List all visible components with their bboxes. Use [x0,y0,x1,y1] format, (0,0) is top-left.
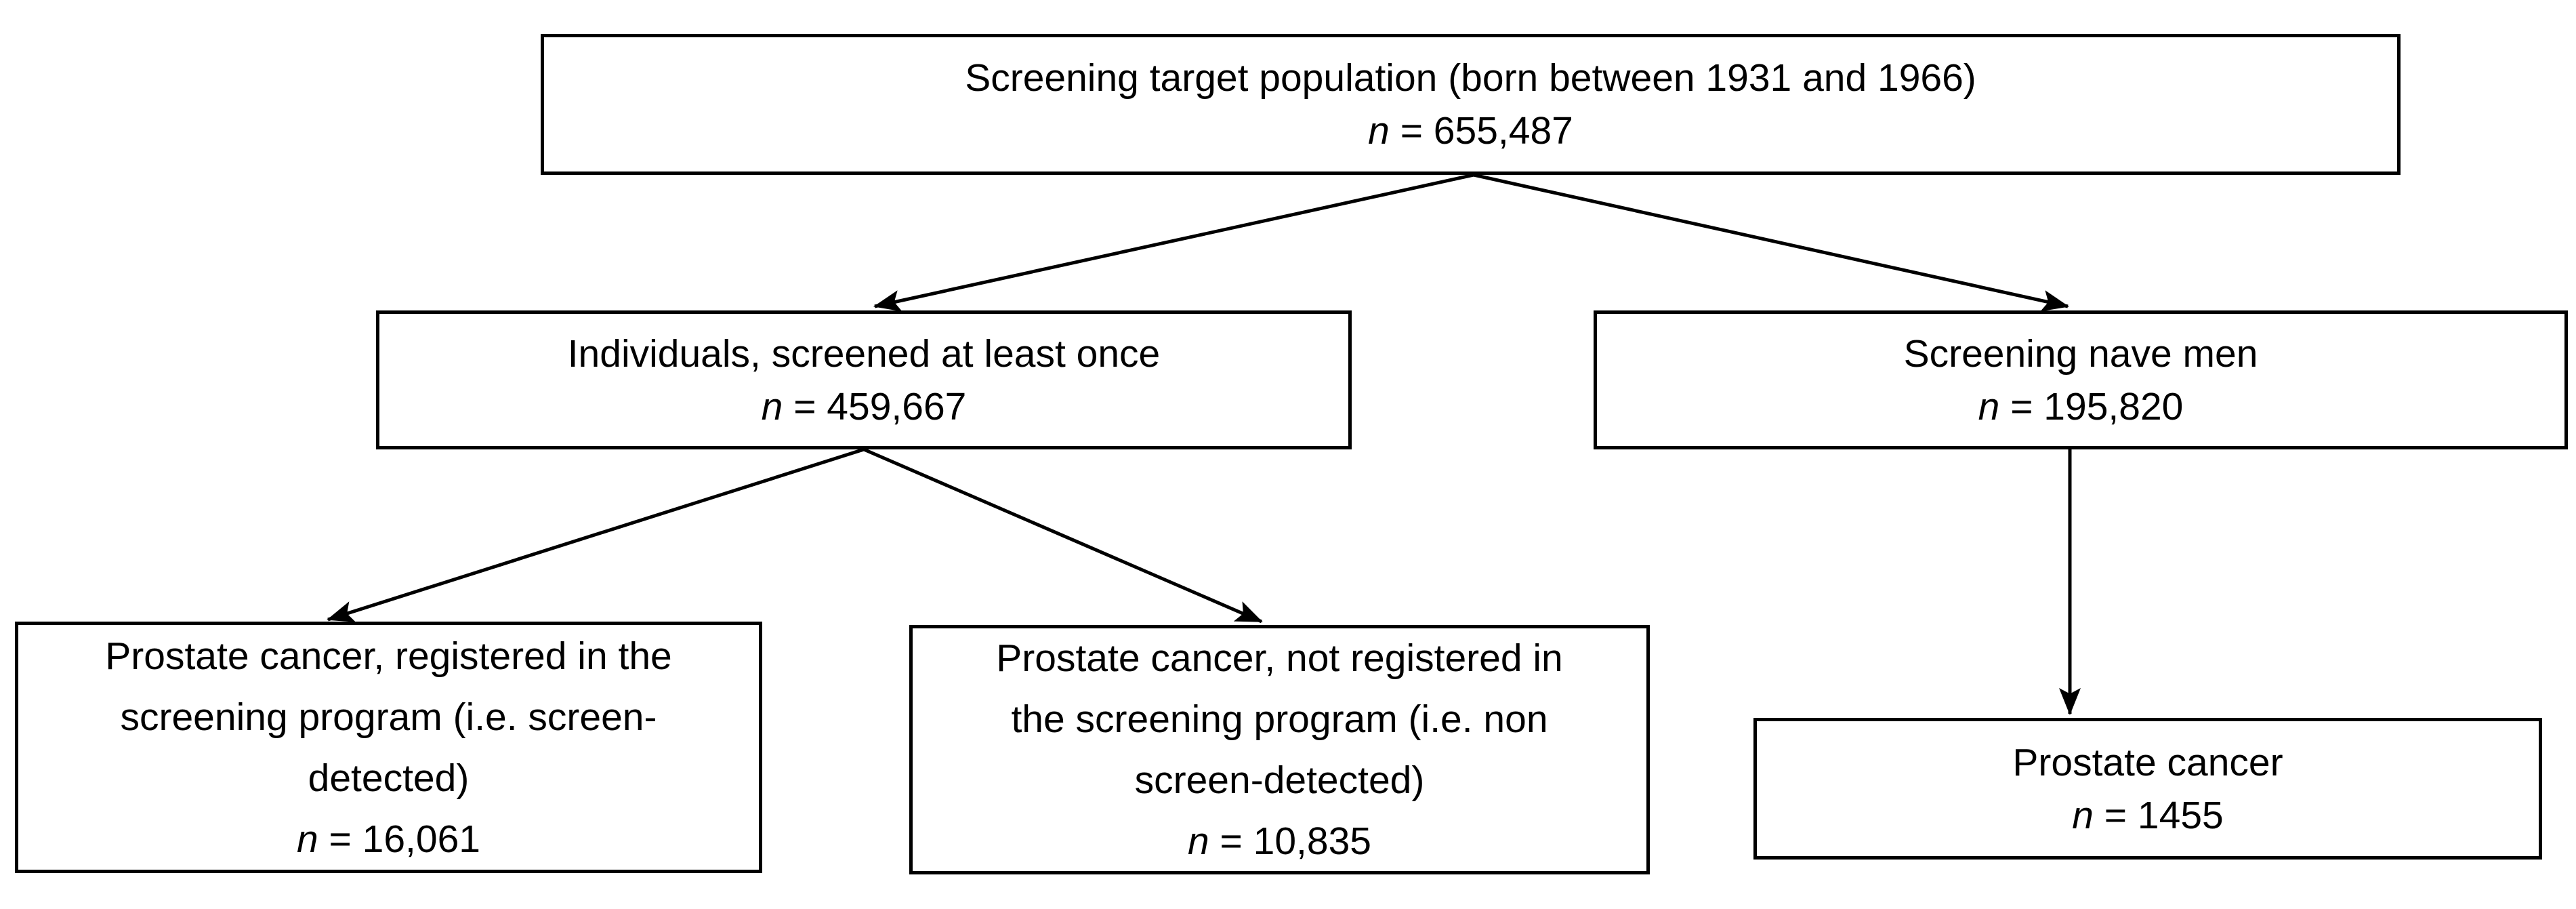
node-target-population-title: Screening target population (born betwee… [965,56,1976,100]
node-non-screen-detected-line-1: Prostate cancer, not registered in [996,637,1563,680]
edge-target-to-screened [873,173,1474,312]
node-non-screen-detected-line-2: the screening program (i.e. non [1011,698,1548,741]
node-naive-men-title: Screening nave men [1903,331,2258,376]
edge-target-to-naive [1473,173,2069,312]
node-non-screen-detected-line-3: screen-detected) [1134,759,1425,802]
n-value: = 1455 [2104,793,2224,837]
node-naive-prostate-cancer-title: Prostate cancer [2012,740,2283,784]
edge-screened-to-screen-detected [327,447,865,622]
node-screened-at-least-once[interactable]: Individuals, screened at least once n = … [376,310,1352,449]
edge-screened-to-non-screen-detected [863,447,1263,624]
node-screen-detected-count: n = 16,061 [39,809,739,870]
node-non-screen-detected-count: n = 10,835 [930,811,1629,872]
n-symbol: n [1978,384,2000,428]
n-value: = 459,667 [793,384,967,428]
n-symbol: n [2072,793,2094,837]
node-naive-men-count: n = 195,820 [1597,380,2564,433]
n-value: = 655,487 [1400,109,1573,153]
node-screen-detected-line-2: screening program (i.e. screen- [120,695,657,739]
n-symbol: n [1368,109,1390,153]
node-naive-prostate-cancer[interactable]: Prostate cancer n = 1455 [1753,718,2542,860]
n-value: = 16,061 [329,817,480,861]
node-screen-detected-line-3: detected) [308,756,470,800]
node-screened-once-count: n = 459,667 [379,380,1348,433]
node-naive-prostate-cancer-count: n = 1455 [1757,789,2539,842]
n-symbol: n [761,384,783,428]
node-non-screen-detected-prostate-cancer[interactable]: Prostate cancer, not registered in the s… [909,625,1650,874]
n-value: = 10,835 [1220,820,1371,863]
node-screening-naive-men[interactable]: Screening nave men n = 195,820 [1594,310,2568,449]
node-screen-detected-line-1: Prostate cancer, registered in the [105,634,672,678]
node-screened-once-title: Individuals, screened at least once [567,331,1161,376]
node-target-population-count: n = 655,487 [544,104,2397,157]
n-symbol: n [1187,820,1209,863]
node-screen-detected-prostate-cancer[interactable]: Prostate cancer, registered in the scree… [15,622,762,873]
node-target-population[interactable]: Screening target population (born betwee… [541,34,2401,175]
n-value: = 195,820 [2010,384,2184,428]
n-symbol: n [296,817,318,861]
